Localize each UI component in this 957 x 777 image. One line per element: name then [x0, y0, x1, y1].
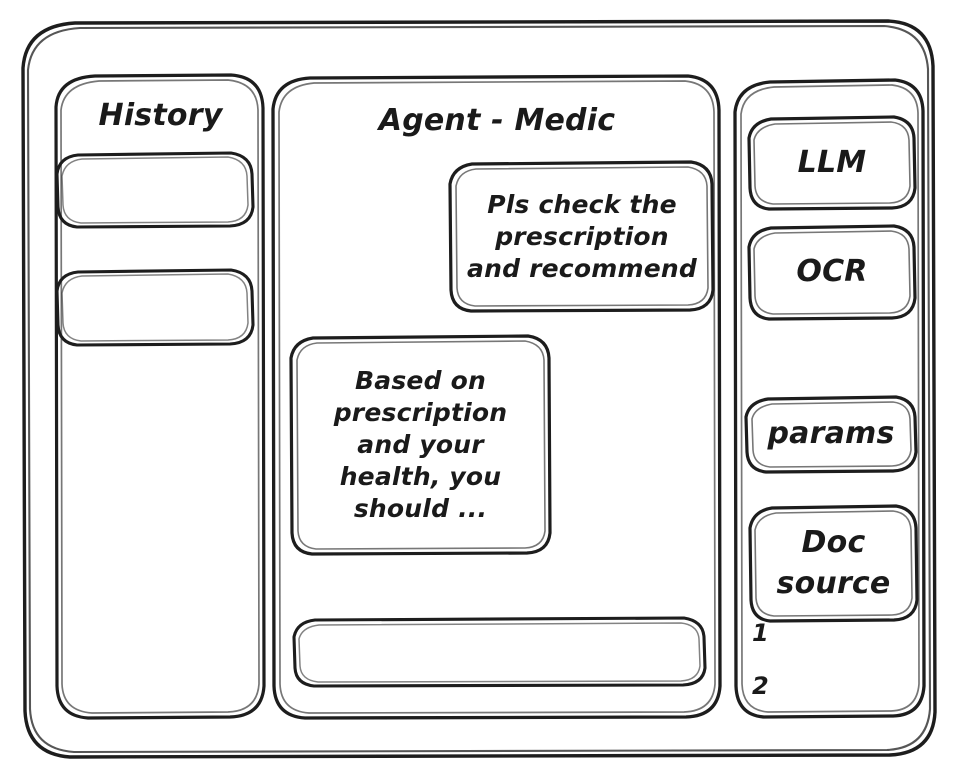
user-message-line-1: Pls check the	[487, 190, 677, 219]
assistant-message-bubble[interactable]: Based on prescription and your health, y…	[291, 336, 550, 554]
history-item-2[interactable]	[57, 270, 253, 345]
tool-button-llm-label: LLM	[797, 144, 867, 180]
doc-source-line-2: source	[776, 565, 891, 601]
tool-button-llm[interactable]: LLM	[749, 117, 915, 209]
tool-button-params-label: params	[767, 416, 895, 452]
assistant-message-line-2: prescription	[333, 398, 508, 427]
tool-button-params[interactable]: params	[746, 397, 916, 472]
assistant-message-line-1: Based on	[355, 366, 486, 395]
assistant-message-line-5: should ...	[353, 494, 488, 523]
doc-source-item-2-label: 2	[752, 671, 769, 700]
assistant-message-line-3: and your	[357, 430, 484, 459]
history-item-1[interactable]	[57, 153, 253, 227]
user-message-line-2: prescription	[495, 222, 669, 251]
assistant-message-line-4: health, you	[339, 462, 502, 491]
tool-button-ocr[interactable]: OCR	[749, 226, 915, 319]
doc-source-item-1[interactable]: 1	[752, 616, 832, 650]
doc-source-line-1: Doc	[801, 525, 866, 560]
doc-source-item-1-label: 1	[752, 618, 769, 647]
doc-source-box[interactable]: Doc source	[750, 506, 917, 621]
user-message-bubble[interactable]: Pls check the prescription and recommend	[451, 163, 713, 311]
main-panel-title: Agent - Medic	[378, 102, 616, 138]
doc-source-item-2[interactable]: 2	[752, 669, 832, 703]
message-input[interactable]	[294, 618, 705, 686]
history-panel-title: History	[98, 97, 223, 133]
tool-button-ocr-label: OCR	[796, 254, 868, 290]
user-message-line-3: and recommend	[467, 254, 697, 283]
